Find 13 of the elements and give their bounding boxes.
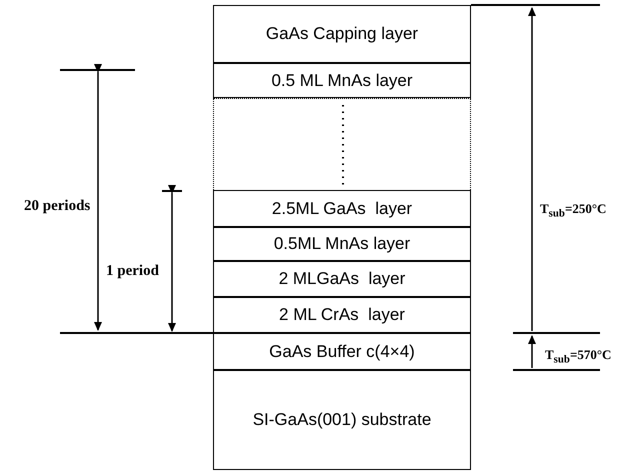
layer-box: GaAs Buffer c(4×4) [213,333,471,370]
layer-box: 2 ML CrAs layer [213,297,471,333]
omitted-layers-box [213,98,471,190]
period-label: 1 period [106,263,159,280]
layer-box: 0.5ML MnAs layer [213,227,471,261]
temperature-label: T$_{sub}$=570°C [545,347,612,366]
layer-box: 2.5ML GaAs layer [213,190,471,227]
layer-box: GaAs Capping layer [213,5,471,63]
layer-box: 0.5 ML MnAs layer [213,63,471,98]
substrate-layer: SI-GaAs(001) substrate [213,370,471,470]
layer-box: 2 MLGaAs layer [213,261,471,297]
temperature-label: T$_{sub}$=250°C [540,201,606,220]
period-label: 20 periods [24,198,90,215]
